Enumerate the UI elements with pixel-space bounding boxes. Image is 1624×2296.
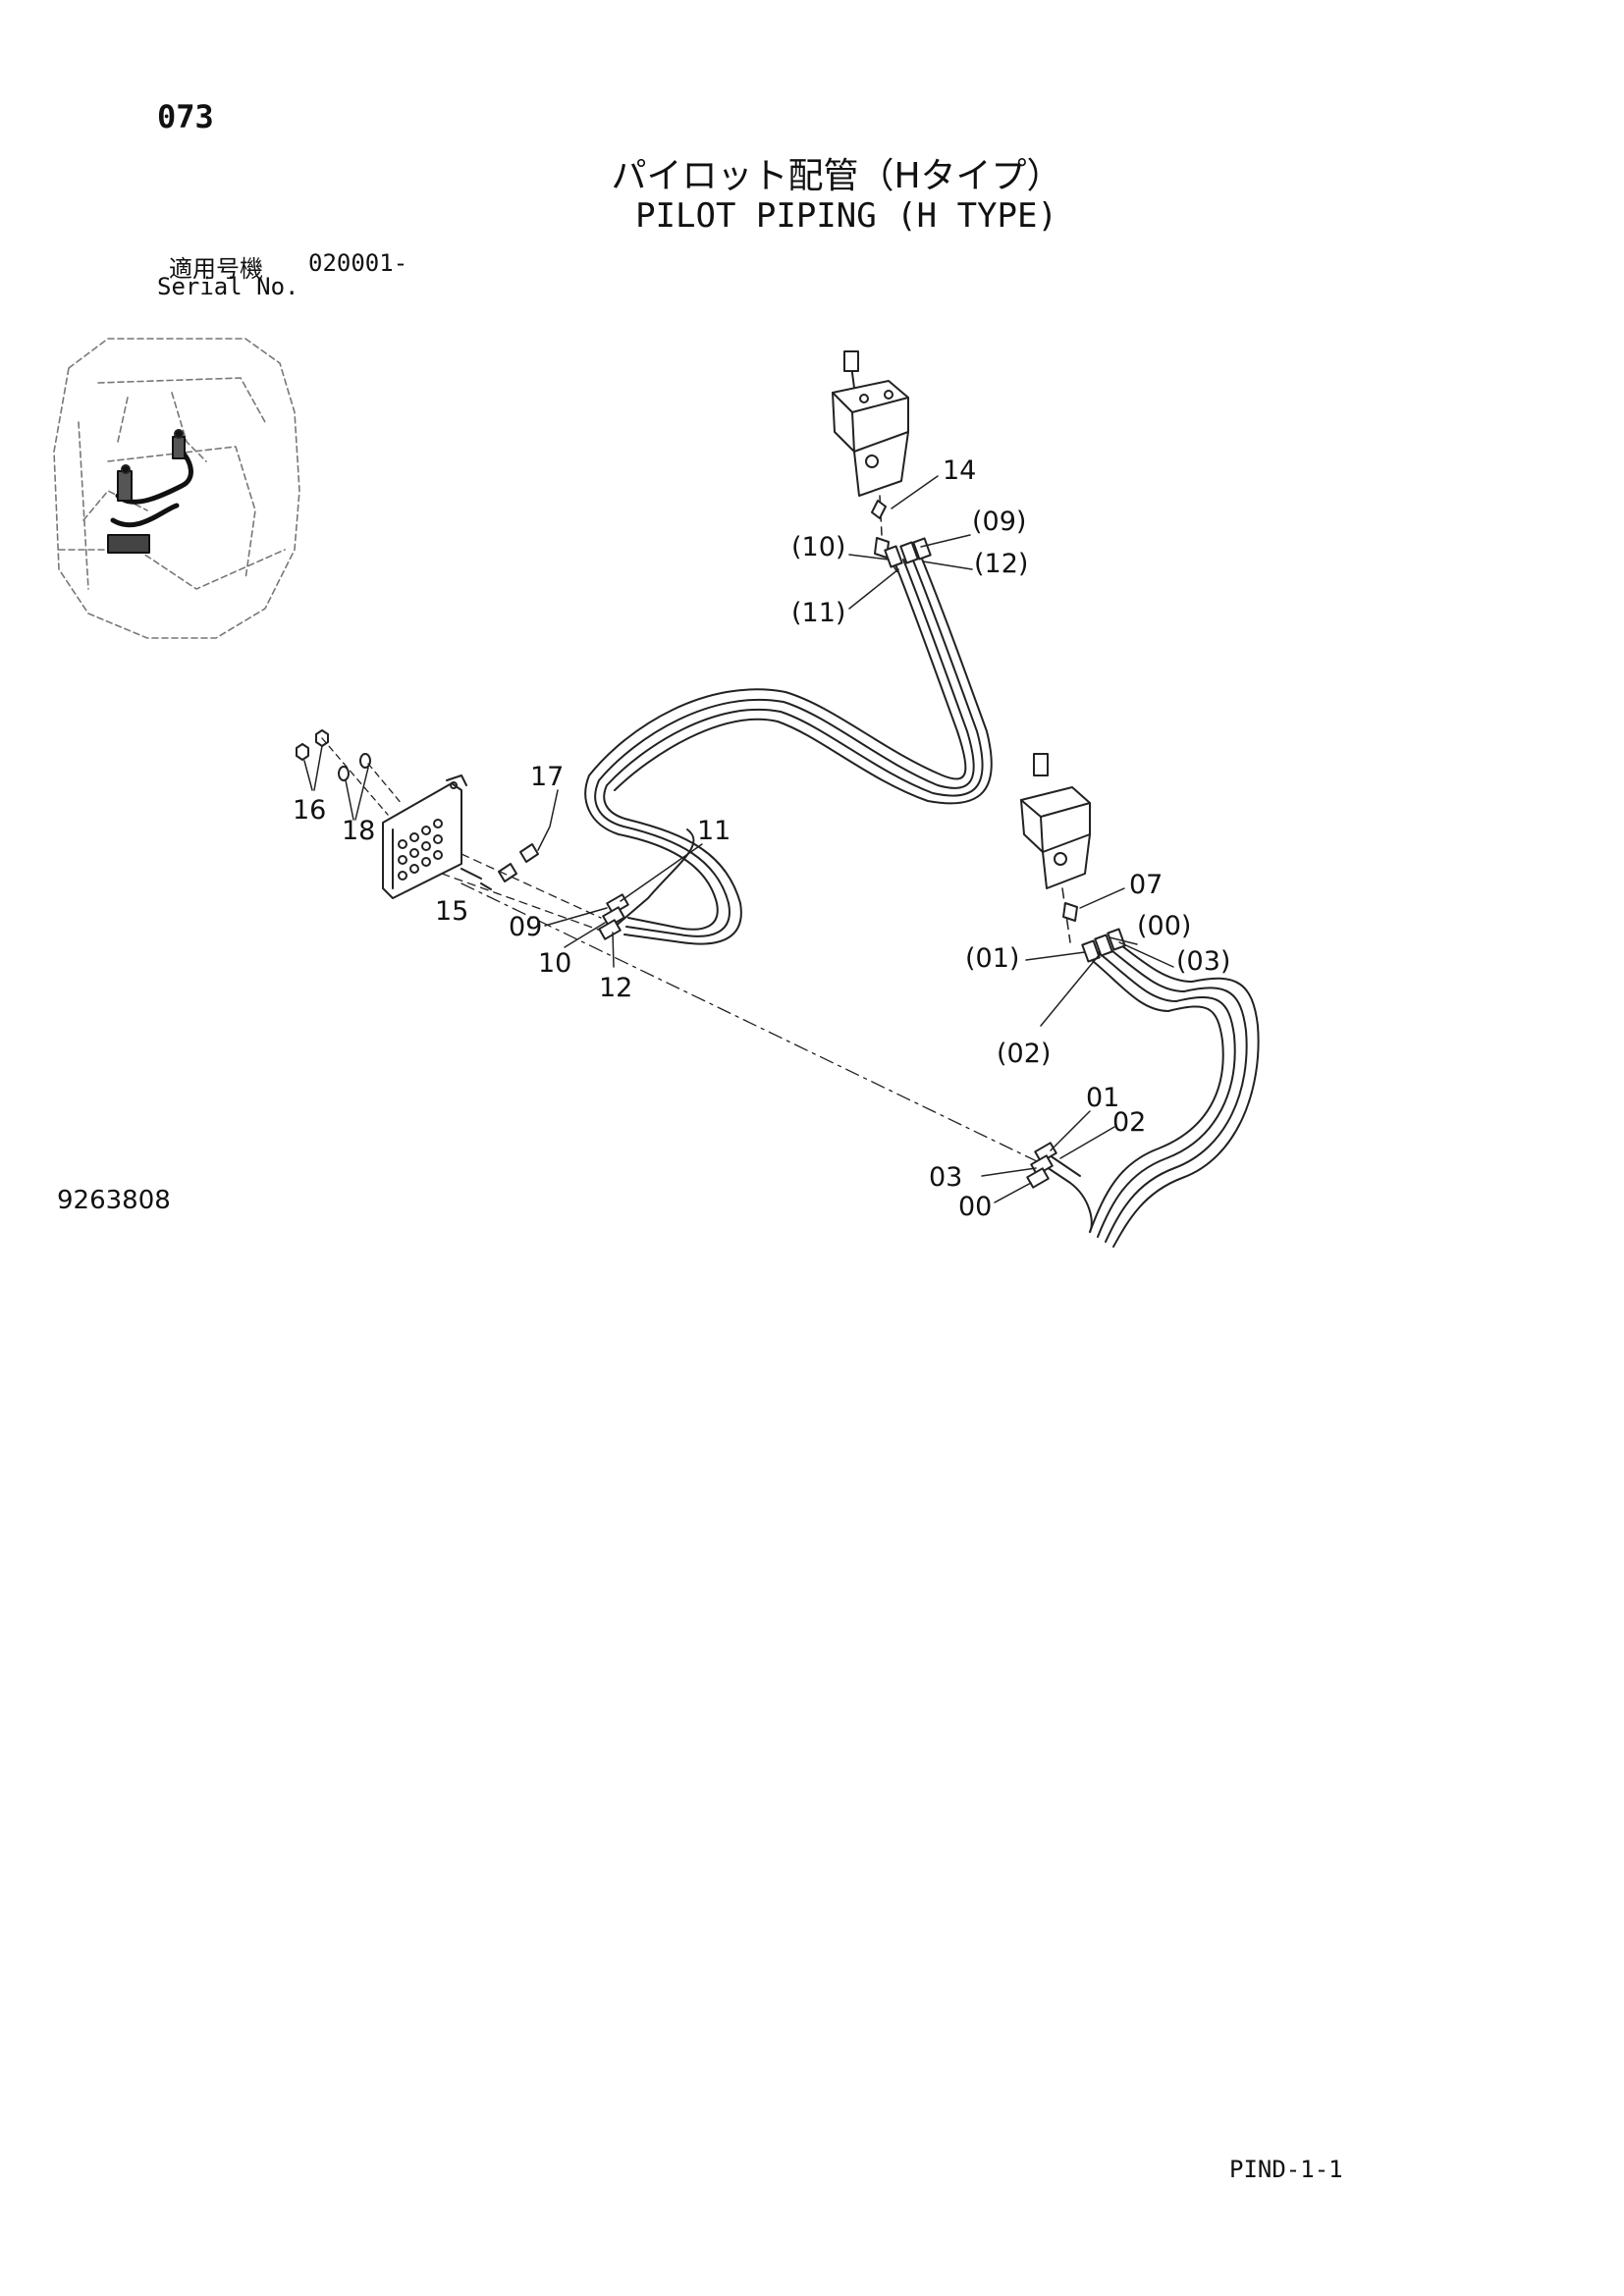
serial-label-japanese: 適用号機 [169, 255, 263, 283]
callout-10: 10 [538, 948, 571, 979]
lower-pilot-hoses [1040, 941, 1260, 1248]
callout-01-ref: (01) [965, 943, 1019, 974]
nuts [296, 729, 371, 781]
cab-location-thumbnail [53, 338, 300, 639]
callout-02-ref: (02) [997, 1039, 1051, 1069]
leader-lines [544, 475, 1174, 1203]
callout-01: 01 [1086, 1083, 1119, 1113]
callout-11: 11 [697, 816, 731, 846]
mounting-bracket [382, 774, 467, 899]
callout-00-ref: (00) [1137, 911, 1191, 941]
upper-pilot-hoses [584, 551, 993, 945]
page-number: 073 [157, 98, 214, 135]
drawing-number: 9263808 [57, 1186, 171, 1215]
callout-03-ref: (03) [1176, 946, 1230, 977]
callout-02: 02 [1112, 1107, 1146, 1138]
callout-03: 03 [929, 1162, 962, 1193]
serial-label-english: Serial No. [157, 273, 299, 300]
callout-07: 07 [1129, 870, 1163, 900]
callout-12-ref: (12) [974, 549, 1028, 579]
callout-17: 17 [530, 762, 564, 792]
callout-18: 18 [342, 816, 375, 846]
page-code: PIND-1-1 [1229, 2156, 1343, 2183]
callout-00: 00 [958, 1192, 992, 1222]
serial-range: 020001- [308, 249, 408, 277]
title-english: PILOT PIPING (H TYPE) [635, 196, 1057, 236]
callout-16: 16 [293, 795, 326, 826]
callout-09: 09 [509, 912, 542, 942]
callout-12: 12 [599, 973, 632, 1003]
callout-14: 14 [943, 455, 976, 486]
callout-09-ref: (09) [972, 507, 1026, 537]
callout-11-ref: (11) [791, 598, 845, 628]
callout-15: 15 [435, 896, 468, 927]
callout-10-ref: (10) [791, 532, 845, 562]
lower-pilot-valve [1020, 753, 1091, 889]
title-japanese: パイロット配管（Hタイプ） [611, 156, 1062, 196]
upper-pilot-valve [832, 350, 909, 497]
